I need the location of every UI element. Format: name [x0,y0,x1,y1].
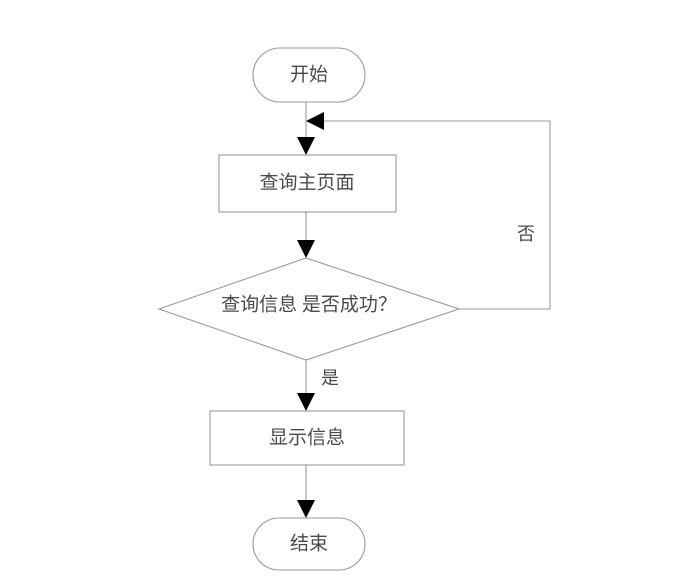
edge-label-no: 否 [517,224,535,244]
node-decision-shape[interactable] [157,257,461,361]
edge-decision-no-to-query: 否 [306,112,551,310]
node-end-label: 结束 [290,532,328,554]
edge-query-to-decision-arrowhead [297,240,315,258]
node-display-label: 显示信息 [269,426,345,448]
node-query[interactable]: 查询主页面 [218,154,397,213]
edge-display-to-end-arrowhead [297,500,315,518]
node-start[interactable]: 开始 [252,47,366,103]
node-display[interactable]: 显示信息 [209,410,405,466]
edge-display-to-end [297,465,315,518]
edge-decision-yes-to-display: 是 [297,360,339,411]
edge-label-yes: 是 [321,368,339,388]
edge-start-to-query [297,102,315,155]
edge-start-to-query-arrowhead [297,137,315,155]
edge-decision-yes-arrowhead [297,393,315,411]
node-decision-label: 查询信息 是否成功？ [221,293,397,315]
node-query-label: 查询主页面 [259,171,354,193]
node-start-label: 开始 [290,63,328,85]
node-query-shape[interactable] [218,154,397,213]
node-start-shape[interactable] [252,47,366,103]
node-display-shape[interactable] [209,410,405,466]
edge-decision-no-arrowhead [306,112,324,130]
node-end-shape[interactable] [252,517,366,571]
node-end[interactable]: 结束 [252,517,366,571]
edge-query-to-decision [297,212,315,258]
edge-decision-no-path [324,120,551,310]
node-decision[interactable]: 查询信息 是否成功？ [157,257,461,361]
